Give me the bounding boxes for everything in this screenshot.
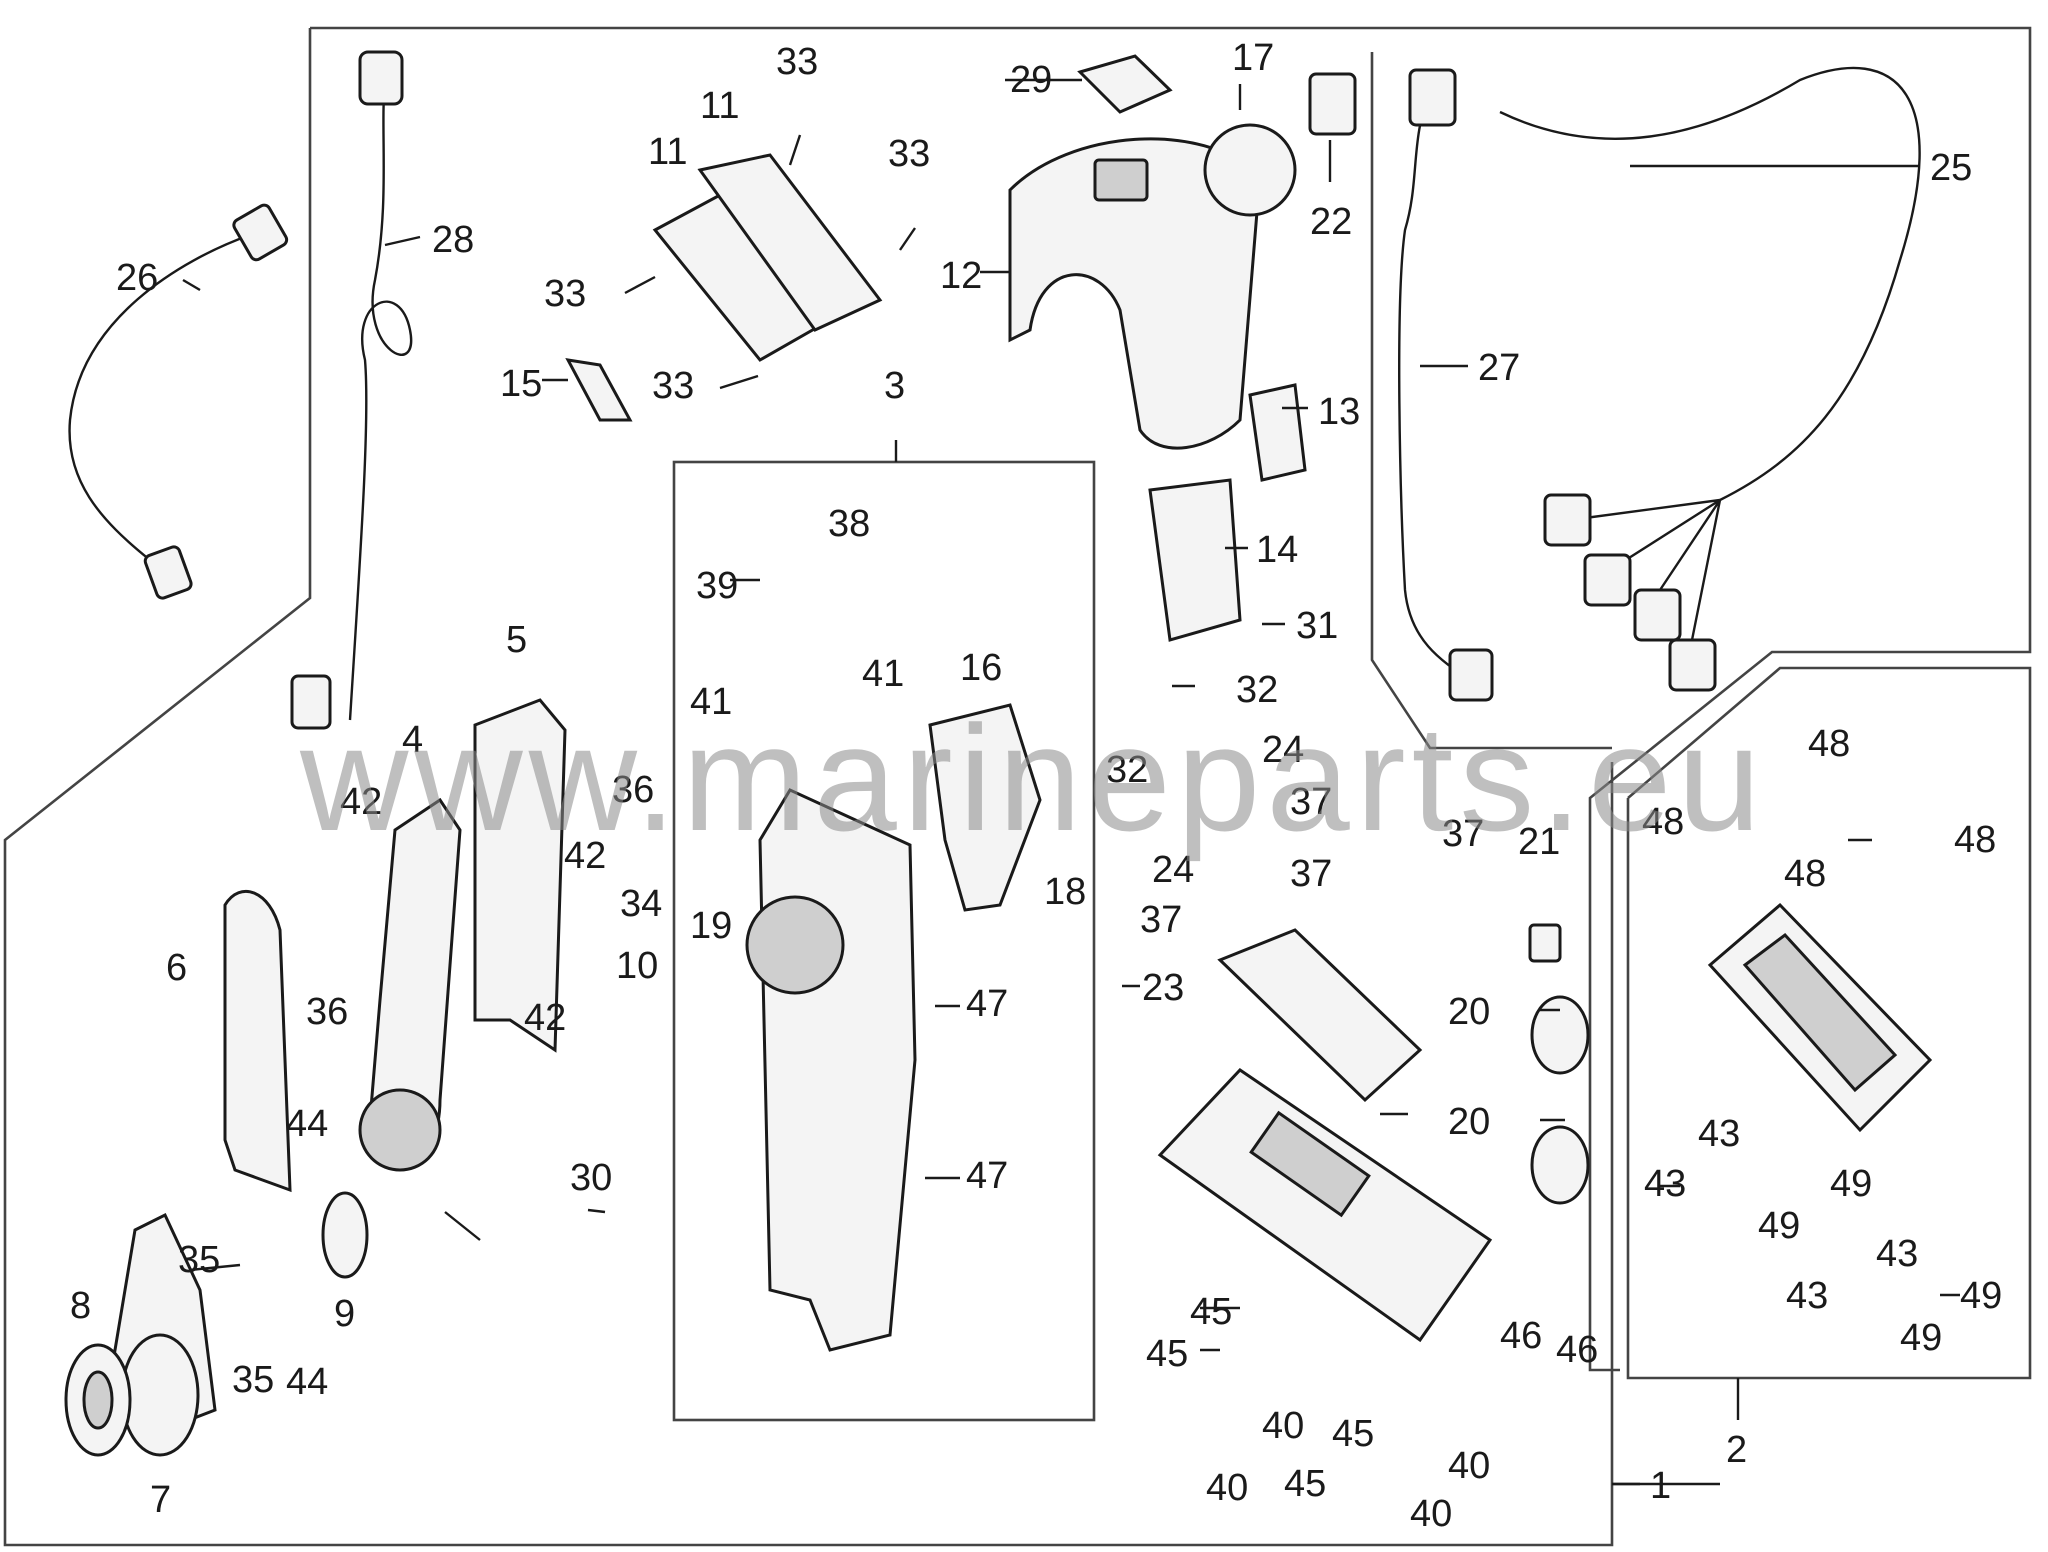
callout-17: 17: [1232, 37, 1274, 79]
callout-16: 16: [960, 647, 1002, 689]
callout-32: 32: [1236, 669, 1278, 711]
callout-47b: 47: [966, 1155, 1008, 1197]
callout-45d: 45: [1284, 1463, 1326, 1505]
callout-28: 28: [432, 219, 474, 261]
callout-25: 25: [1930, 147, 1972, 189]
callout-40d: 40: [1410, 1493, 1452, 1535]
callout-29: 29: [1010, 59, 1052, 101]
callout-6: 6: [166, 947, 187, 989]
callout-7: 7: [150, 1479, 171, 1521]
callout-5: 5: [506, 619, 527, 661]
callout-33: 33: [776, 41, 818, 83]
callout-1: 1: [1650, 1465, 1671, 1507]
callout-40c: 40: [1448, 1445, 1490, 1487]
callout-34: 34: [620, 883, 662, 925]
callout-48c: 48: [1954, 819, 1996, 861]
callout-19: 19: [690, 905, 732, 947]
group-frames: [3, 26, 2032, 1547]
leader-lines: [182, 78, 1960, 1486]
callout-36b: 36: [306, 991, 348, 1033]
callout-43: 43: [1698, 1113, 1740, 1155]
callout-42b: 42: [564, 835, 606, 877]
callout-20b: 20: [1448, 1101, 1490, 1143]
callout-38: 38: [828, 503, 870, 545]
callout-22: 22: [1310, 201, 1352, 243]
callout-21: 21: [1518, 821, 1560, 863]
callout-37d: 37: [1140, 899, 1182, 941]
callout-48b: 48: [1642, 801, 1684, 843]
callout-42c: 42: [524, 997, 566, 1039]
callout-32b: 32: [1106, 749, 1148, 791]
callout-40b: 40: [1206, 1467, 1248, 1509]
callout-46: 46: [1500, 1315, 1542, 1357]
parts-artwork: [64, 50, 1933, 1457]
callout-42: 42: [340, 781, 382, 823]
callout-3: 3: [884, 365, 905, 407]
callout-27: 27: [1478, 347, 1520, 389]
callout-24: 24: [1262, 729, 1304, 771]
callout-36: 36: [612, 769, 654, 811]
callout-37: 37: [1290, 781, 1332, 823]
callout-45b: 45: [1146, 1333, 1188, 1375]
callout-40: 40: [1262, 1405, 1304, 1447]
callout-37c: 37: [1290, 853, 1332, 895]
callout-33b: 33: [888, 133, 930, 175]
callout-18: 18: [1044, 871, 1086, 913]
callout-9: 9: [334, 1293, 355, 1335]
callout-14: 14: [1256, 529, 1298, 571]
callout-43d: 43: [1786, 1275, 1828, 1317]
callout-labels: 1 2 3 4 5 6 7 8 9 10 11 11 12 13 14 15 1…: [70, 37, 2002, 1535]
callout-45c: 45: [1332, 1413, 1374, 1455]
callout-41: 41: [690, 681, 732, 723]
callout-35b: 35: [232, 1359, 274, 1401]
callout-11b: 11: [700, 85, 739, 127]
callout-44: 44: [286, 1103, 328, 1145]
callout-41b: 41: [862, 653, 904, 695]
callout-12: 12: [940, 255, 982, 297]
callout-31: 31: [1296, 605, 1338, 647]
callout-30: 30: [570, 1157, 612, 1199]
callout-43b: 43: [1644, 1163, 1686, 1205]
callout-45: 45: [1190, 1291, 1232, 1333]
callout-46b: 46: [1556, 1329, 1598, 1371]
callout-48: 48: [1808, 723, 1850, 765]
callout-33c: 33: [544, 273, 586, 315]
callout-26: 26: [116, 257, 158, 299]
callout-49: 49: [1830, 1163, 1872, 1205]
watermark-text: www.marineparts.eu: [299, 694, 1767, 862]
callout-13: 13: [1318, 391, 1360, 433]
callout-44b: 44: [286, 1361, 328, 1403]
callout-4: 4: [402, 719, 423, 761]
callout-47: 47: [966, 983, 1008, 1025]
callout-49c: 49: [1960, 1275, 2002, 1317]
callout-48d: 48: [1784, 853, 1826, 895]
callout-33d: 33: [652, 365, 694, 407]
callout-49b: 49: [1758, 1205, 1800, 1247]
callout-24b: 24: [1152, 849, 1194, 891]
callout-35: 35: [178, 1239, 220, 1281]
callout-20: 20: [1448, 991, 1490, 1033]
callout-39: 39: [696, 565, 738, 607]
callout-23: 23: [1142, 967, 1184, 1009]
callout-10: 10: [616, 945, 658, 987]
callout-49d: 49: [1900, 1317, 1942, 1359]
callout-43c: 43: [1876, 1233, 1918, 1275]
callout-37b: 37: [1442, 813, 1484, 855]
callout-2: 2: [1726, 1429, 1747, 1471]
callout-11: 11: [648, 131, 687, 173]
callout-8: 8: [70, 1285, 91, 1327]
callout-15: 15: [500, 363, 542, 405]
